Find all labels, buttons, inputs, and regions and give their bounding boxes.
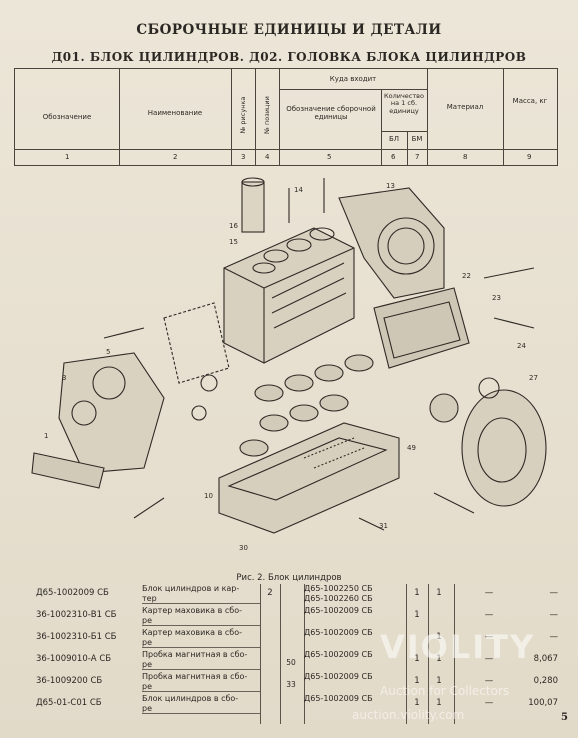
row-unit: Д65-1002009 СБ (304, 672, 373, 681)
table-row: 36-1002310-В1 СБ Картер маховика в сбо-р… (14, 606, 559, 628)
row-qty-bl: 1 (414, 698, 420, 708)
col-goes-to: Куда входит (329, 75, 377, 83)
col-name: Наименование (147, 109, 203, 117)
row-qty-bm: 1 (436, 632, 442, 642)
page-number: 5 (561, 712, 568, 723)
row-code: 36-1009010-А СБ (36, 654, 112, 664)
svg-text:14: 14 (294, 186, 303, 194)
svg-text:22: 22 (462, 272, 471, 280)
col-material: Материал (446, 103, 484, 111)
row-unit: Д65-1002009 СБ (304, 606, 373, 615)
svg-text:1: 1 (44, 432, 48, 440)
figure-caption: Рис. 2. Блок цилиндров (236, 573, 342, 583)
col-number: 3 (241, 153, 246, 161)
svg-text:49: 49 (407, 444, 416, 452)
row-material: — (484, 588, 494, 598)
row-name: Пробка магнитная в сбо-ре (142, 650, 260, 670)
row-qty-bm: 1 (436, 698, 442, 708)
engine-exploded-drawing: 16 15 14 13 22 23 24 5 3 1 10 49 27 31 30 (31, 177, 547, 552)
watermark-line1: Auction for Collectors (380, 684, 510, 698)
watermark-line2: auction.violity.com (352, 708, 465, 722)
row-qty-bm: 1 (436, 588, 442, 598)
col-qty-bm: БМ (411, 135, 423, 143)
row-code: Д65-1002009 СБ (36, 588, 109, 598)
row-name: Блок цилиндров и кар-тер (142, 584, 260, 604)
row-qty-bl: 1 (414, 676, 420, 686)
col-unit-designation: Обозначение сборочной единицы (286, 105, 376, 122)
watermark-brand: VIOLITY (380, 628, 536, 666)
col-designation: Обозначение (42, 113, 92, 121)
row-unit: Д65-1002009 СБ (304, 650, 373, 659)
row-name: Картер маховика в сбо-ре (142, 628, 260, 648)
svg-text:31: 31 (379, 522, 388, 530)
svg-text:24: 24 (517, 342, 526, 350)
svg-text:27: 27 (529, 374, 538, 382)
table-header: Обозначение Наименование № рисунка № поз… (14, 68, 558, 166)
row-qty-bl: 1 (414, 654, 420, 664)
parts-list: Д65-1002009 СБ Блок цилиндров и кар-тер … (14, 584, 559, 724)
svg-text:16: 16 (229, 222, 238, 230)
row-material: — (484, 610, 494, 620)
page-title: СБОРОЧНЫЕ ЕДИНИЦЫ И ДЕТАЛИ (136, 22, 442, 38)
row-mass: 8,067 (533, 654, 558, 664)
col-number: 4 (265, 153, 270, 161)
row-mass: 100,07 (528, 698, 558, 708)
table-row: Д65-01-С01 СБ Блок цилиндров в сбо-ре Д6… (14, 694, 558, 716)
row-code: Д65-01-С01 СБ (36, 698, 102, 708)
svg-text:15: 15 (229, 238, 238, 246)
row-qty-bm: 1 (436, 654, 442, 664)
row-unit: Д65-1002009 СБ (304, 628, 373, 637)
table-row: 36-1009010-А СБ Пробка магнитная в сбо-р… (14, 650, 558, 672)
row-mass: 0,280 (533, 676, 558, 686)
col-number: 9 (527, 153, 532, 161)
svg-text:13: 13 (386, 182, 395, 190)
svg-text:10: 10 (204, 492, 213, 500)
row-position: 50 (286, 658, 296, 667)
row-name: Блок цилиндров в сбо-ре (142, 694, 260, 714)
row-mass: — (549, 632, 559, 642)
row-name: Пробка магнитная в сбо-ре (142, 672, 260, 692)
svg-text:5: 5 (106, 348, 110, 356)
col-number: 1 (65, 153, 70, 161)
col-number: 7 (415, 153, 420, 161)
table-row: 36-1009200 СБ Пробка магнитная в сбо-ре … (14, 672, 558, 694)
col-figure-no: № рисунка (239, 96, 247, 134)
col-number: 2 (173, 153, 178, 161)
svg-text:3: 3 (62, 374, 66, 382)
row-qty-bl: 1 (414, 610, 420, 620)
row-material: — (484, 654, 494, 664)
row-position: 33 (286, 680, 296, 689)
table-row: Д65-1002009 СБ Блок цилиндров и кар-тер … (14, 584, 559, 606)
row-mass: — (549, 610, 559, 620)
col-quantity: Количество на 1 сб. единицу (384, 92, 424, 115)
row-material: — (484, 698, 494, 708)
row-material: — (484, 632, 494, 642)
row-material: — (484, 676, 494, 686)
col-position-no: № позиции (263, 96, 271, 134)
row-code: 36-1009200 СБ (36, 676, 103, 686)
row-qty-bm: 1 (436, 676, 442, 686)
page-subtitle: Д01. БЛОК ЦИЛИНДРОВ. Д02. ГОЛОВКА БЛОКА … (51, 50, 527, 64)
row-code: 36-1002310-В1 СБ (36, 610, 117, 620)
row-unit: Д65-1002009 СБ (304, 694, 373, 703)
row-mass: — (549, 588, 559, 598)
col-mass: Масса, кг (512, 97, 548, 105)
row-figure: 2 (267, 588, 273, 598)
col-number: 8 (463, 153, 468, 161)
col-number: 6 (391, 153, 396, 161)
row-qty-bl: 1 (414, 588, 420, 598)
svg-text:30: 30 (239, 544, 248, 552)
row-name: Картер маховика в сбо-ре (142, 606, 260, 626)
table-row: 36-1002310-Б1 СБ Картер маховика в сбо-р… (14, 628, 559, 650)
col-number: 5 (327, 153, 332, 161)
row-code: 36-1002310-Б1 СБ (36, 632, 117, 642)
col-qty-bl: БЛ (388, 135, 400, 143)
svg-text:23: 23 (492, 294, 501, 302)
